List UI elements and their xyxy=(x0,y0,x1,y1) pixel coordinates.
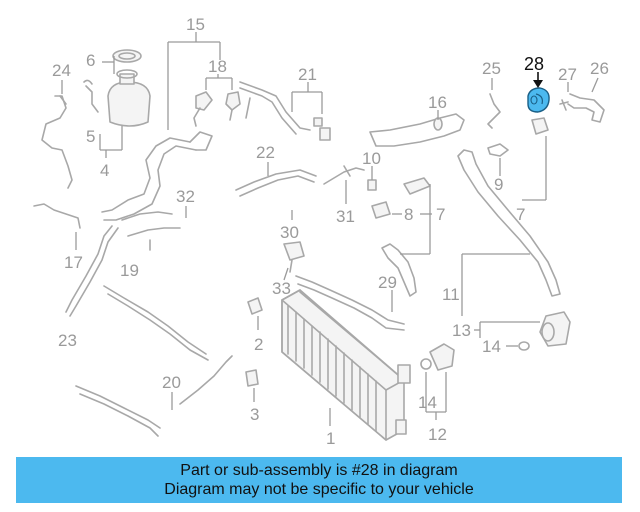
fitting-30-part xyxy=(283,241,305,273)
pipe-20-part xyxy=(75,355,233,437)
long-hose-part xyxy=(369,113,465,147)
banner-line-2: Diagram may not be specific to your vehi… xyxy=(164,481,474,498)
callout-3: 3 xyxy=(250,405,259,424)
callout-10: 10 xyxy=(362,149,381,168)
callout-23: 23 xyxy=(58,331,77,350)
callout-22: 22 xyxy=(256,143,275,162)
callout-5: 5 xyxy=(86,127,95,146)
callout-labels: 15 18 6 5 4 24 21 16 28 25 27 26 9 7 22 … xyxy=(52,15,609,448)
callout-2: 2 xyxy=(254,335,263,354)
pipes-part xyxy=(239,81,331,141)
callout-32: 32 xyxy=(176,187,195,206)
radiator-part xyxy=(281,289,411,441)
center-hose-part xyxy=(371,177,431,297)
sensors-part xyxy=(193,91,241,127)
callout-29: 29 xyxy=(378,273,397,292)
callout-11: 11 xyxy=(442,285,460,304)
leader-lines xyxy=(61,32,599,426)
callout-4: 4 xyxy=(100,161,109,180)
callout-7: 7 xyxy=(436,205,445,224)
callout-8: 8 xyxy=(404,205,413,224)
callout-28[interactable]: 28 xyxy=(524,54,544,74)
expansion-tank-part xyxy=(107,49,151,127)
callout-9: 9 xyxy=(494,175,503,194)
callout-25: 25 xyxy=(482,59,501,78)
callout-31: 31 xyxy=(336,207,355,226)
callout-13: 13 xyxy=(452,321,471,340)
hose-27-26-part xyxy=(559,93,605,123)
banner-line-1: Part or sub-assembly is #28 in diagram xyxy=(180,462,458,479)
hose-22-part xyxy=(235,165,377,197)
hose-17-23-part xyxy=(33,203,119,317)
callout-1: 1 xyxy=(326,429,335,448)
lower-hose-part xyxy=(457,149,561,297)
callout-19: 19 xyxy=(120,261,139,280)
info-banner: Part or sub-assembly is #28 in diagram D… xyxy=(16,457,622,503)
callout-30: 30 xyxy=(280,223,299,242)
connector-part xyxy=(487,117,549,157)
callout-16: 16 xyxy=(428,93,447,112)
callout-17: 17 xyxy=(64,253,83,272)
flange-part xyxy=(518,311,571,351)
callout-33: 33 xyxy=(272,279,291,298)
hose-32-part xyxy=(121,211,181,251)
hose-25-part xyxy=(487,93,501,129)
upper-hose-part xyxy=(101,131,213,221)
callout-7-right: 7 xyxy=(516,205,525,224)
callout-12: 12 xyxy=(428,425,447,444)
callout-18: 18 xyxy=(208,57,227,76)
hose-29-part xyxy=(295,275,405,331)
callout-24: 24 xyxy=(52,61,71,80)
left-hoses-part xyxy=(41,79,99,189)
callout-26: 26 xyxy=(590,59,609,78)
callout-14-right: 14 xyxy=(482,337,501,356)
callout-15: 15 xyxy=(186,15,205,34)
radiator-fittings-part xyxy=(420,343,455,371)
callout-20: 20 xyxy=(162,373,181,392)
highlighted-part-28 xyxy=(527,87,550,113)
pipe-19-part xyxy=(103,285,209,361)
parts-diagram: 15 18 6 5 4 24 21 16 28 25 27 26 9 7 22 … xyxy=(33,15,609,448)
bolts-part xyxy=(245,297,263,387)
callout-6: 6 xyxy=(86,51,95,70)
callout-21: 21 xyxy=(298,65,317,84)
callout-14: 14 xyxy=(418,393,437,412)
callout-27: 27 xyxy=(558,65,577,84)
